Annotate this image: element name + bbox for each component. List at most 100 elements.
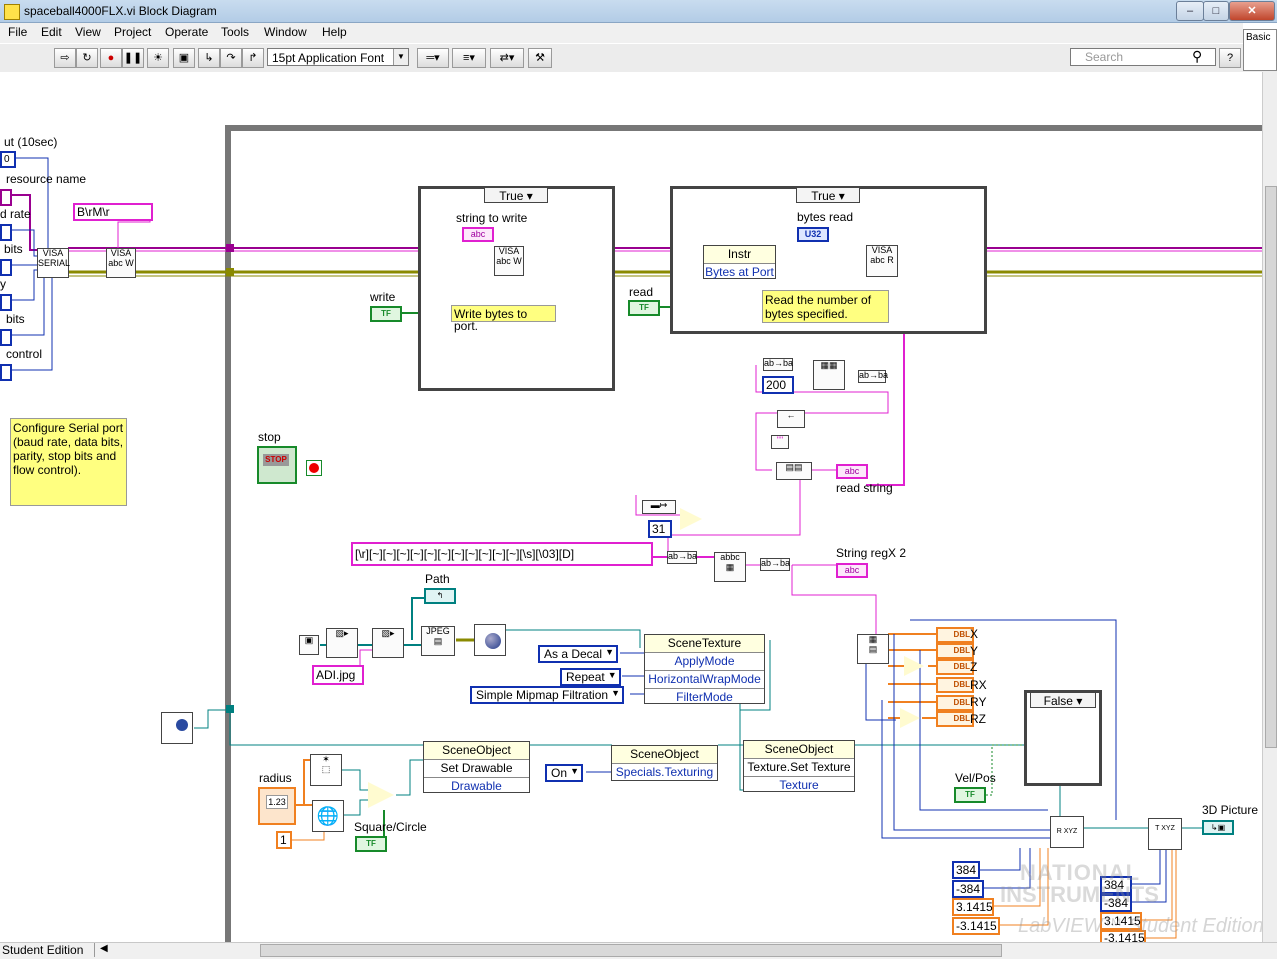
step-out-icon[interactable]: ↱ (242, 48, 264, 68)
clean-up-diagram-icon[interactable]: ⚒ (528, 48, 552, 68)
bytes-read-control[interactable]: U32 (797, 227, 829, 242)
filter-mode-property[interactable]: FilterMode (645, 688, 764, 706)
run-continuously-icon[interactable]: ↻ (76, 48, 98, 68)
menu-project[interactable]: Project (114, 25, 152, 39)
y-indicator[interactable]: DBL (936, 643, 974, 659)
string-to-write-control[interactable]: abc (462, 227, 494, 242)
path-indicator[interactable]: ↰ (424, 588, 456, 604)
regex-constant[interactable]: [\r][~][~][~][~][~][~][~][~][~][~][~][\s… (351, 542, 653, 566)
step-into-icon[interactable]: ↳ (198, 48, 220, 68)
z-indicator[interactable]: DBL (936, 659, 974, 675)
read-bool-control[interactable]: TF (628, 300, 660, 316)
termination-string-constant[interactable]: B\rM\r (73, 203, 153, 221)
horizontal-scrollbar-thumb[interactable] (260, 944, 1002, 957)
scene-texture-property-node[interactable]: SceneTexture ApplyMode HorizontalWrapMod… (644, 634, 765, 704)
radius-control[interactable]: 1.23 (258, 787, 296, 825)
maximize-button[interactable]: □ (1203, 1, 1229, 21)
ry-label: RY (970, 695, 987, 709)
set-drawable-method[interactable]: Set Drawable (424, 759, 529, 777)
scene-object-specials-node[interactable]: SceneObject Specials.Texturing (611, 745, 718, 781)
search-icon[interactable]: ⚲ (1192, 48, 1203, 64)
run-arrow-icon[interactable]: ⇨ (54, 48, 76, 68)
constant-neg384-a[interactable]: -384 (952, 880, 984, 898)
menu-help[interactable]: Help (322, 25, 347, 39)
search-input[interactable]: Search (1070, 48, 1216, 66)
rz-indicator[interactable]: DBL (936, 711, 974, 727)
flow-control-control[interactable] (0, 364, 12, 381)
horizontal-wrap-mode-property[interactable]: HorizontalWrapMode (645, 670, 764, 688)
vertical-scrollbar-thumb[interactable] (1265, 186, 1277, 748)
specials-texturing-property[interactable]: Specials.Texturing (612, 763, 717, 781)
parity-control[interactable] (0, 294, 12, 311)
highlight-execution-icon[interactable]: ☀ (147, 48, 169, 68)
stop-bits-control[interactable] (0, 329, 12, 346)
step-over-icon[interactable]: ↷ (220, 48, 242, 68)
menu-view[interactable]: View (75, 25, 101, 39)
constant-3-1415-a[interactable]: 3.1415 (952, 898, 994, 916)
resource-name-control[interactable] (0, 189, 12, 206)
help-button[interactable]: ? (1219, 48, 1241, 68)
read-string-indicator[interactable]: abc (836, 464, 868, 479)
texturing-ring[interactable]: On▼ (545, 764, 584, 782)
bytes-at-port-property[interactable]: Bytes at Port (704, 263, 775, 279)
menu-operate[interactable]: Operate (165, 25, 209, 39)
pause-icon[interactable]: ❚❚ (122, 48, 144, 68)
menu-tools[interactable]: Tools (221, 25, 250, 39)
constant-384-a[interactable]: 384 (952, 861, 980, 879)
vel-pos-case-selector[interactable]: False ▾ (1030, 692, 1096, 708)
constant-200[interactable]: 200 (762, 376, 794, 394)
menu-window[interactable]: Window (264, 25, 307, 39)
vel-pos-label: Vel/Pos (955, 771, 996, 785)
apply-mode-ring[interactable]: As a Decal▼ (538, 645, 619, 663)
rz-label: RZ (970, 712, 986, 726)
3d-picture-label: 3D Picture (1202, 803, 1259, 817)
reorder-icon[interactable]: ⇄▾ (490, 48, 524, 68)
filter-mode-ring[interactable]: Simple Mipmap Filtration▼ (470, 686, 625, 704)
constant-neg3-1415-a[interactable]: -3.1415 (952, 917, 1000, 935)
write-case-selector[interactable]: True ▾ (484, 187, 548, 203)
constant-31[interactable]: 31 (648, 520, 672, 538)
write-bool-control[interactable]: TF (370, 306, 402, 322)
block-diagram[interactable] (0, 72, 1262, 942)
string-regx2-indicator[interactable]: abc (836, 563, 868, 578)
vel-pos-control[interactable]: TF (954, 787, 986, 803)
constant-neg384-b[interactable]: -384 (1100, 894, 1132, 912)
scene-object-texture-node[interactable]: SceneObject Texture.Set Texture Texture (743, 740, 855, 792)
data-bits-control[interactable] (0, 259, 12, 276)
drawable-property[interactable]: Drawable (424, 777, 529, 795)
timeout-control[interactable]: 0 (0, 151, 16, 168)
close-button[interactable]: ✕ (1229, 1, 1275, 21)
adi-jpg-constant[interactable]: ADI.jpg (312, 665, 364, 685)
apply-mode-property[interactable]: ApplyMode (645, 652, 764, 670)
texture-set-texture-method[interactable]: Texture.Set Texture (744, 758, 854, 776)
retain-wire-values-icon[interactable]: ▣ (173, 48, 195, 68)
constant-1[interactable]: 1 (276, 831, 292, 849)
3d-picture-indicator[interactable]: ↳▣ (1202, 820, 1234, 835)
align-objects-icon[interactable]: ═▾ (417, 48, 449, 68)
wrap-mode-ring[interactable]: Repeat▼ (560, 668, 621, 686)
stop-button-control[interactable]: STOP (257, 446, 297, 484)
menu-edit[interactable]: Edit (41, 25, 62, 39)
scene-object-drawable-node[interactable]: SceneObject Set Drawable Drawable (423, 741, 530, 793)
rx-indicator[interactable]: DBL (936, 677, 974, 693)
font-selector[interactable]: 15pt Application Font▼ (267, 48, 409, 66)
menu-file[interactable]: File (8, 25, 28, 39)
baud-rate-control[interactable] (0, 224, 12, 241)
read-case-selector[interactable]: True ▾ (796, 187, 860, 203)
palette-basic[interactable]: Basic (1243, 29, 1277, 71)
x-indicator[interactable]: DBL (936, 627, 974, 643)
scroll-left-icon[interactable]: ◀ (100, 943, 108, 954)
square-circle-control[interactable]: TF (355, 836, 387, 852)
constant-384-b[interactable]: 384 (1100, 876, 1132, 894)
constant-3-1415-b[interactable]: 3.1415 (1100, 912, 1142, 930)
distribute-objects-icon[interactable]: ≡▾ (452, 48, 486, 68)
abort-icon[interactable]: ● (100, 48, 122, 68)
write-case-structure[interactable] (418, 186, 615, 391)
instr-property-node[interactable]: Instr Bytes at Port (703, 245, 776, 279)
texture-property[interactable]: Texture (744, 776, 854, 794)
ry-indicator[interactable]: DBL (936, 695, 974, 711)
